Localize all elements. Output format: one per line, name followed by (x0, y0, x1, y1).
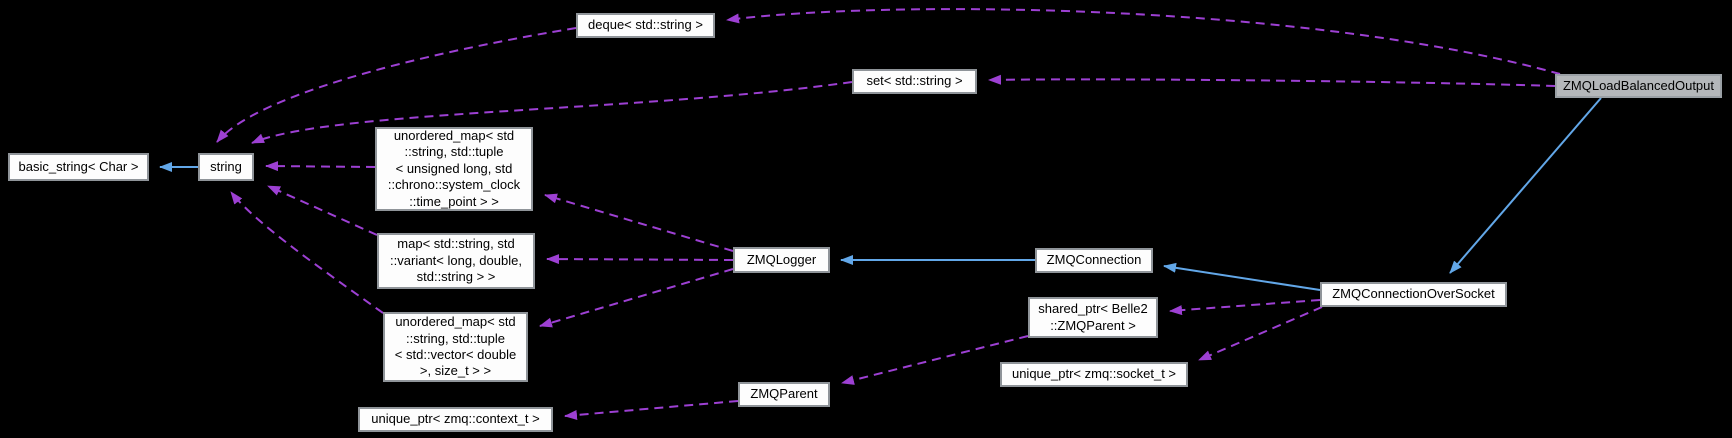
node-basic-string-label-line: basic_string< Char > (18, 158, 139, 174)
node-map-variant-label-line: map< std::string, std (397, 236, 515, 252)
node-unique-ptr-socket[interactable]: unique_ptr< zmq::socket_t > (1000, 362, 1188, 387)
node-unique-ptr-socket-label-line: unique_ptr< zmq::socket_t > (1011, 366, 1177, 382)
edge-set-uses-string (251, 81, 853, 144)
node-unique-ptr-context[interactable]: unique_ptr< zmq::context_t > (358, 407, 553, 432)
edge-shared-ptr-uses-zmq-parent (841, 335, 1029, 385)
node-unordered-map-time-point-label-line: ::string, std::tuple (404, 144, 504, 160)
node-zmq-load-balanced-output-label-line: ZMQLoadBalancedOutput (1562, 77, 1715, 93)
node-unordered-map-time-point-label-line: ::time_point > > (409, 193, 499, 209)
edge-zmq-connection-over-socket-inherits-zmq-connection (1163, 262, 1321, 291)
node-deque-std-string[interactable]: deque< std::string > (576, 13, 715, 38)
edge-zmq-connection-over-socket-uses-unique-ptr-socket (1198, 306, 1323, 361)
edge-zmq-logger-uses-unordered-map-vector (539, 268, 734, 328)
node-unordered-map-time-point[interactable]: unordered_map< std::string, std::tuple< … (375, 127, 533, 211)
node-shared-ptr-zmq-parent-label-line: shared_ptr< Belle2 (1038, 301, 1148, 317)
node-unordered-map-vector-label-line: unordered_map< std (395, 314, 516, 330)
edge-zmq-parent-uses-unique-ptr-context (564, 400, 739, 420)
node-zmq-logger-label-line: ZMQLogger (746, 251, 817, 267)
edge-zmq-logger-uses-map-variant (546, 254, 734, 265)
node-zmq-parent[interactable]: ZMQParent (738, 382, 830, 407)
edge-zmq-load-balanced-output-uses-set (988, 74, 1556, 87)
edge-zmq-logger-uses-unordered-map-time (544, 193, 734, 252)
node-zmq-connection[interactable]: ZMQConnection (1035, 248, 1153, 273)
node-set-std-string[interactable]: set< std::string > (852, 69, 977, 94)
node-shared-ptr-zmq-parent-label-line: ::ZMQParent > (1050, 317, 1136, 333)
node-deque-std-string-label-line: deque< std::string > (588, 17, 703, 33)
edge-zmq-load-balanced-output-uses-deque (726, 8, 1561, 75)
node-zmq-logger[interactable]: ZMQLogger (733, 247, 830, 273)
edge-unordered-map-time-uses-string (265, 161, 376, 172)
node-set-std-string-label-line: set< std::string > (866, 73, 963, 89)
node-unique-ptr-context-label-line: unique_ptr< zmq::context_t > (371, 411, 540, 427)
edges-group (159, 8, 1602, 420)
node-unordered-map-vector-label-line: < std::vector< double (394, 347, 517, 362)
node-zmq-load-balanced-output[interactable]: ZMQLoadBalancedOutput (1555, 74, 1722, 98)
edge-deque-uses-string (216, 27, 577, 143)
edge-unordered-map-vector-uses-string (230, 191, 384, 314)
node-zmq-connection-over-socket[interactable]: ZMQConnectionOverSocket (1320, 282, 1507, 307)
node-unordered-map-time-point-label-line: unordered_map< std (393, 127, 515, 143)
node-map-variant[interactable]: map< std::string, std::variant< long, do… (377, 233, 535, 289)
node-string-label-line: string (210, 158, 242, 174)
edge-zmq-connection-over-socket-uses-shared-ptr (1169, 299, 1321, 316)
node-unordered-map-vector-label-line: >, size_t > > (419, 363, 492, 379)
node-unordered-map-time-point-label-line: ::chrono::system_clock (387, 177, 521, 193)
node-map-variant-label-line: std::string > > (416, 269, 496, 285)
node-unordered-map-vector-label-line: ::string, std::tuple (406, 330, 505, 346)
edge-zmq-load-balanced-output-inherits-zmq-connection-over-socket (1449, 97, 1602, 274)
edge-map-variant-uses-string (267, 185, 378, 236)
node-zmq-connection-over-socket-label-line: ZMQConnectionOverSocket (1332, 286, 1495, 302)
node-unordered-map-time-point-label-line: < unsigned long, std (395, 160, 513, 176)
node-zmq-parent-label-line: ZMQParent (750, 386, 818, 402)
node-shared-ptr-zmq-parent[interactable]: shared_ptr< Belle2::ZMQParent > (1028, 297, 1158, 338)
node-string[interactable]: string (198, 153, 254, 181)
node-unordered-map-vector[interactable]: unordered_map< std::string, std::tuple< … (383, 312, 528, 382)
node-basic-string[interactable]: basic_string< Char > (8, 153, 149, 181)
node-map-variant-label-line: ::variant< long, double, (390, 252, 522, 268)
node-zmq-connection-label-line: ZMQConnection (1046, 252, 1142, 268)
